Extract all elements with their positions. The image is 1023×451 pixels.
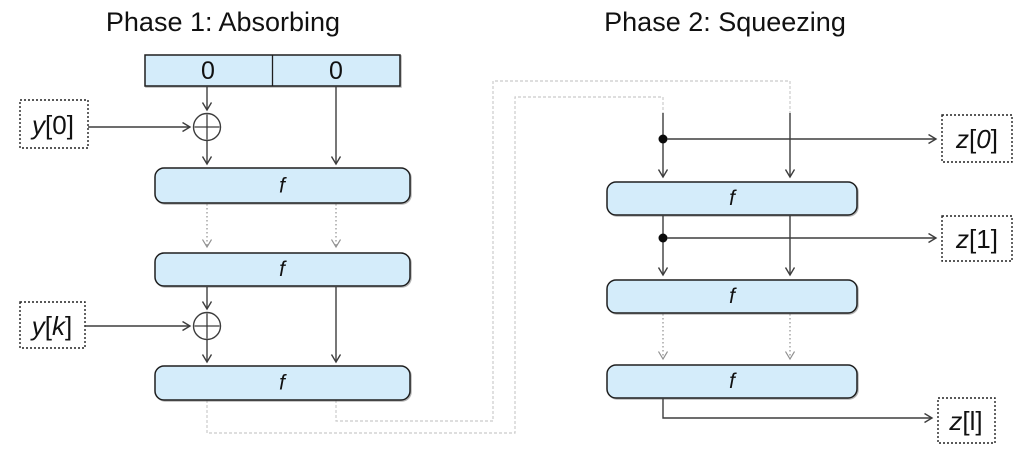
input-label-yk: y[k] [30, 311, 72, 341]
yk-close: ] [65, 311, 72, 341]
output-label-z0: z[0] [955, 124, 998, 154]
yk-var: y [30, 311, 47, 341]
input-box-yk [19, 301, 86, 349]
state-cell-rate-zero: 0 [201, 57, 215, 85]
absorb-f1-label: f [279, 175, 287, 198]
feedback-line-rate [206, 96, 664, 434]
zl-open: [ [962, 406, 970, 436]
squeeze-f1-label: f [729, 187, 737, 210]
arrow-to-zl [662, 398, 932, 418]
output-box-zl [937, 397, 996, 444]
yk-open: [ [45, 311, 53, 341]
z1-close: ] [991, 224, 998, 254]
squeeze-f1-box [606, 181, 858, 216]
branch-dot-z0 [658, 134, 668, 144]
z1-var: z [955, 224, 969, 254]
feedback-line-capacity [335, 80, 791, 422]
xor2-icon [192, 311, 222, 341]
squeeze-f2-label: f [729, 285, 737, 308]
y0-var: y [30, 110, 47, 140]
y0-close: ] [67, 110, 74, 140]
z0-var: z [955, 124, 969, 154]
absorb-f2-label: f [279, 258, 287, 281]
z1-idx: 1 [976, 224, 990, 254]
z0-idx: 0 [976, 124, 991, 154]
absorb-f3-box [154, 365, 411, 401]
phase2-title: Phase 2: Squeezing [604, 7, 846, 37]
output-box-z0 [941, 114, 1013, 163]
z1-open: [ [969, 224, 977, 254]
z0-close: ] [991, 124, 998, 154]
zl-close: ] [975, 406, 982, 436]
zl-idx: l [970, 406, 976, 436]
absorb-f3-label: f [279, 372, 287, 395]
yk-idx: k [52, 311, 67, 341]
y0-idx: 0 [52, 110, 66, 140]
xor1-icon [192, 112, 222, 142]
y0-open: [ [45, 110, 53, 140]
output-box-z1 [941, 215, 1013, 262]
absorb-f2-box [154, 252, 411, 287]
branch-dot-z1 [658, 233, 668, 243]
squeeze-f3-label: f [729, 370, 737, 393]
input-box-y0 [19, 99, 89, 149]
state-cell-capacity-zero: 0 [329, 57, 343, 85]
squeeze-f3-box [606, 364, 858, 399]
output-label-zl: z[l] [948, 406, 982, 436]
zl-var: z [948, 406, 962, 436]
absorb-f1-box [154, 167, 411, 204]
phase1-title: Phase 1: Absorbing [106, 7, 340, 37]
squeeze-f2-box [606, 279, 858, 314]
output-label-z1: z[1] [955, 224, 998, 254]
z0-open: [ [969, 124, 977, 154]
input-label-y0: y[0] [30, 110, 74, 140]
